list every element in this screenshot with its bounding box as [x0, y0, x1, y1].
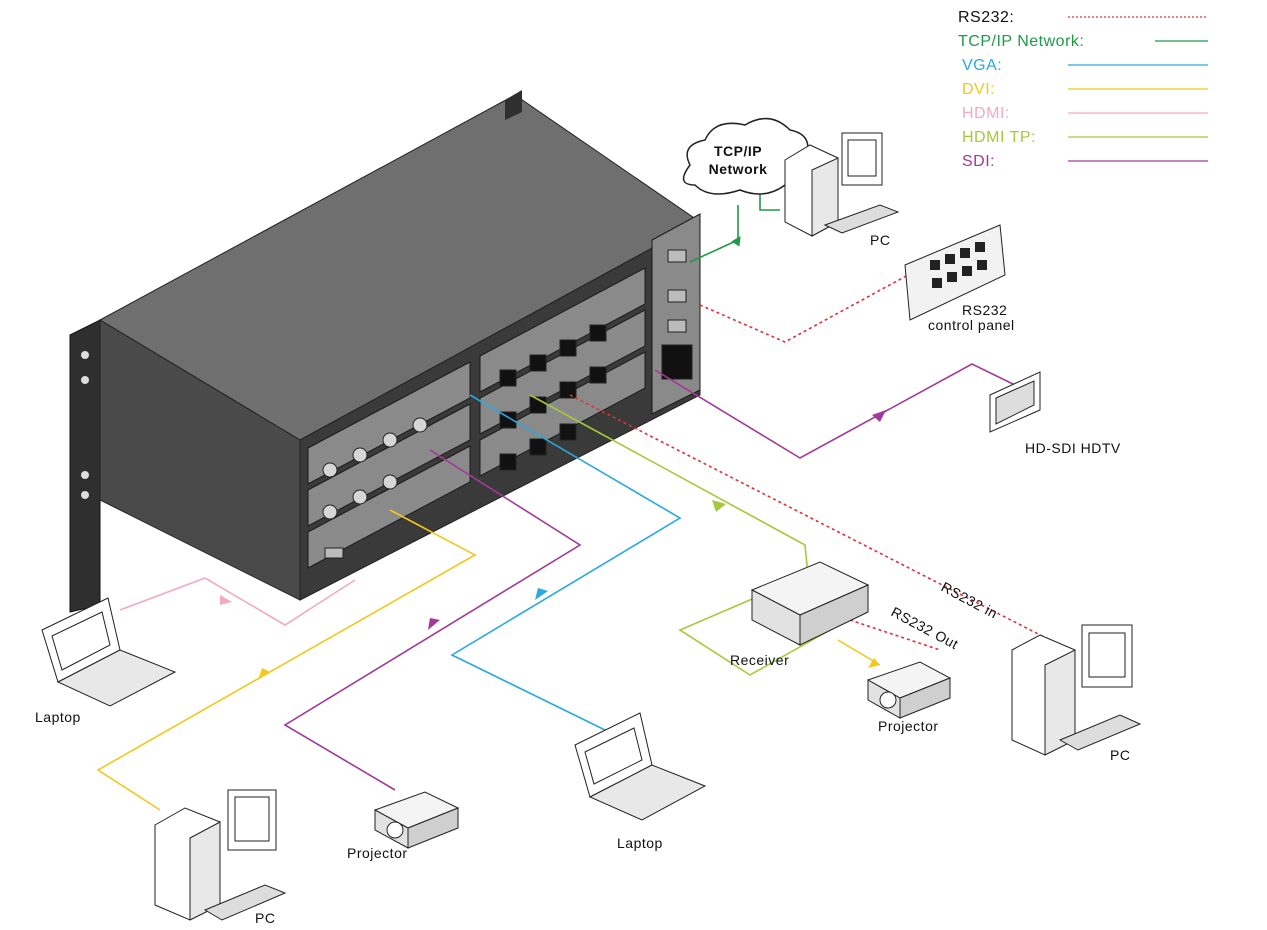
pc-top-device: PC [784, 132, 900, 248]
projector-right-device: Projector [866, 661, 952, 734]
pc-top-label: PC [870, 232, 890, 248]
control-panel-label-line2: control panel [928, 317, 1015, 333]
hd-sdi-hdtv-device: HD-SDI HDTV [989, 371, 1121, 456]
hdmi-laptop-link [119, 577, 356, 626]
pc-bottom-device: PC [154, 789, 287, 926]
tcpip-link-matrix [689, 205, 741, 263]
tcpip-network-cloud: TCP/IP Network [682, 117, 809, 195]
sdi-projector-link [283, 449, 582, 791]
rs232-in-label: RS232 in [939, 579, 1001, 622]
receiver-device: Receiver [730, 561, 870, 668]
pc-bottom-label: PC [255, 910, 275, 926]
laptop-bottom-label: Laptop [617, 835, 663, 851]
control-panel-label-line1: RS232 [962, 302, 1007, 318]
legend-label: SDI: [962, 153, 995, 170]
projector-right-label: Projector [878, 718, 939, 734]
cable-legend: RS232: TCP/IP Network: VGA: DVI: HDMI: HDMI T… [958, 9, 1208, 170]
projector-bottom-label: Projector [347, 845, 408, 861]
legend-label: DVI: [962, 81, 995, 98]
matrix-switcher-chassis [69, 90, 701, 613]
pc-right-device: PC [1011, 624, 1142, 763]
vga-laptop-link [450, 394, 682, 731]
legend-label: VGA: [962, 57, 1002, 74]
rs232-control-panel-link [699, 274, 909, 343]
legend-label: HDMI TP: [962, 129, 1036, 146]
laptop-left-label: Laptop [35, 709, 81, 725]
legend-label: RS232: [958, 9, 1014, 26]
legend-label: HDMI: [962, 105, 1010, 122]
sdi-hdtv-link [654, 363, 1016, 459]
dvi-pc-link [96, 509, 477, 811]
rs232-out-link [849, 619, 941, 651]
rs232-control-panel-device: RS232 control panel [904, 224, 1015, 333]
receiver-label: Receiver [730, 652, 789, 668]
hdtv-label: HD-SDI HDTV [1025, 440, 1121, 456]
cloud-label-line1: TCP/IP [714, 143, 762, 159]
legend-label: TCP/IP Network: [958, 33, 1084, 50]
hdmitp-link [529, 394, 831, 676]
pc-right-label: PC [1110, 747, 1130, 763]
cloud-label-line2: Network [709, 161, 768, 177]
connection-lines [96, 185, 1051, 811]
laptop-bottom-device: Laptop [574, 712, 707, 851]
projector-bottom-device: Projector [347, 791, 460, 861]
laptop-left-device: Laptop [35, 597, 177, 725]
